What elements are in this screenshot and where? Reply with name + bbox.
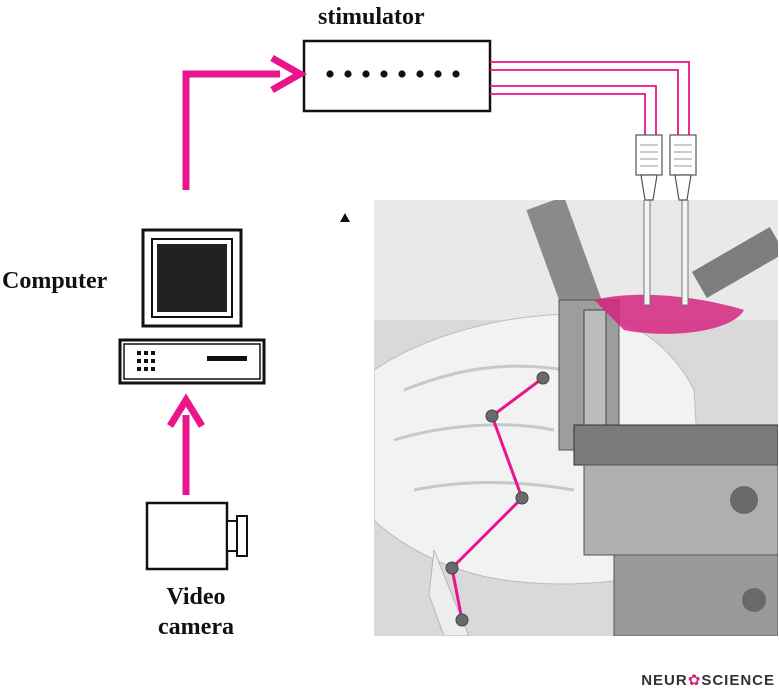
video-camera-icon [145, 501, 248, 571]
arrow-computer-to-stimulator [182, 54, 308, 190]
neuroscience-logo: NEUR✿SCIENCE [641, 671, 775, 689]
stimulator-channel-dots [326, 70, 460, 78]
computer-monitor-icon [141, 228, 243, 328]
stimulator-box [302, 39, 492, 113]
photo-illustration [374, 200, 778, 636]
marker-triangle-icon [340, 213, 350, 222]
brand-suffix: SCIENCE [701, 672, 775, 689]
video-label-line2: camera [158, 614, 234, 640]
stimulator-label: stimulator [318, 4, 425, 30]
electrode-left-icon [635, 134, 663, 201]
brand-o-icon: ✿ [687, 672, 702, 689]
experiment-photo [374, 200, 778, 636]
arrow-camera-to-computer [167, 393, 205, 495]
joint-tracking-overlay [445, 371, 550, 627]
electrode-wires [490, 61, 690, 140]
brand-prefix: NEUR [641, 672, 688, 689]
video-camera-label: Video camera [148, 582, 244, 642]
computer-label: Computer [2, 268, 108, 294]
computer-case-icon [118, 338, 266, 385]
video-label-line1: Video [166, 584, 226, 610]
electrode-right-icon [669, 134, 697, 201]
